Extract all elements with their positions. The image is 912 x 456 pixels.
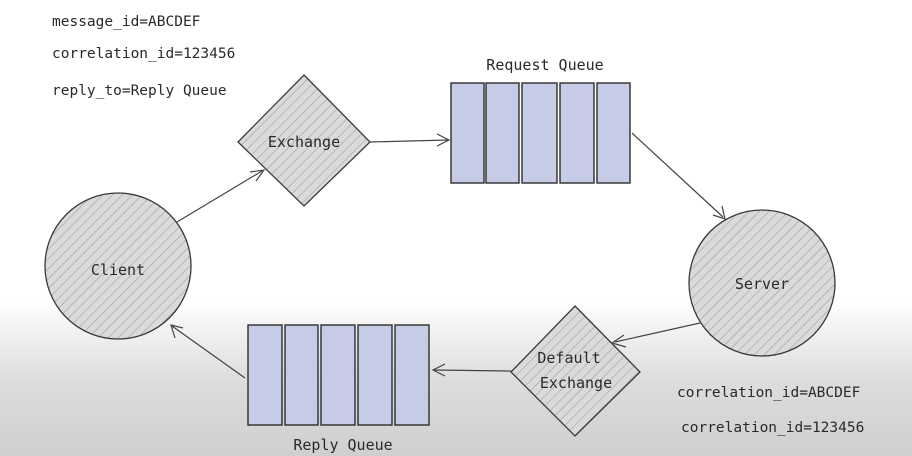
arrow-server-to-default-exchange bbox=[610, 322, 701, 348]
arrow-client-to-exchange bbox=[176, 169, 266, 223]
default-exchange-label-line2: Exchange bbox=[540, 374, 612, 392]
request-queue-cell bbox=[450, 82, 485, 184]
request-queue-cell bbox=[485, 82, 520, 184]
message-id-label: message_id=ABCDEF bbox=[52, 14, 200, 30]
exchange-node bbox=[237, 74, 371, 207]
request-queue-cell bbox=[521, 82, 558, 184]
arrow-default-exchange-to-reply-queue bbox=[431, 363, 512, 377]
reply-queue-cell bbox=[284, 324, 319, 426]
reply-queue-cell bbox=[320, 324, 356, 426]
reply-queue-cell bbox=[394, 324, 430, 426]
arrow-request-queue-to-server bbox=[631, 132, 726, 220]
client-node bbox=[44, 192, 192, 340]
default-exchange-node bbox=[510, 305, 641, 437]
client-label: Client bbox=[91, 261, 145, 279]
response-correlation-id-2-label: correlation_id=123456 bbox=[681, 420, 864, 436]
request-queue-label: Request Queue bbox=[486, 56, 603, 74]
arrow-reply-queue-to-client bbox=[170, 324, 246, 379]
request-queue-cell bbox=[559, 82, 595, 184]
exchange-label: Exchange bbox=[268, 133, 340, 151]
reply-to-label: reply_to=Reply Queue bbox=[52, 83, 227, 99]
server-node bbox=[688, 209, 836, 357]
reply-queue bbox=[247, 324, 430, 426]
reply-queue-label: Reply Queue bbox=[293, 436, 392, 454]
response-correlation-id-1-label: correlation_id=ABCDEF bbox=[677, 385, 860, 401]
request-queue-cell bbox=[596, 82, 631, 184]
arrow-exchange-to-request-queue bbox=[369, 133, 451, 147]
reply-queue-cell bbox=[357, 324, 393, 426]
request-queue bbox=[450, 82, 631, 184]
reply-queue-cell bbox=[247, 324, 283, 426]
server-label: Server bbox=[735, 275, 789, 293]
default-exchange-label-line1: Default bbox=[537, 349, 600, 367]
request-correlation-id-label: correlation_id=123456 bbox=[52, 46, 235, 62]
